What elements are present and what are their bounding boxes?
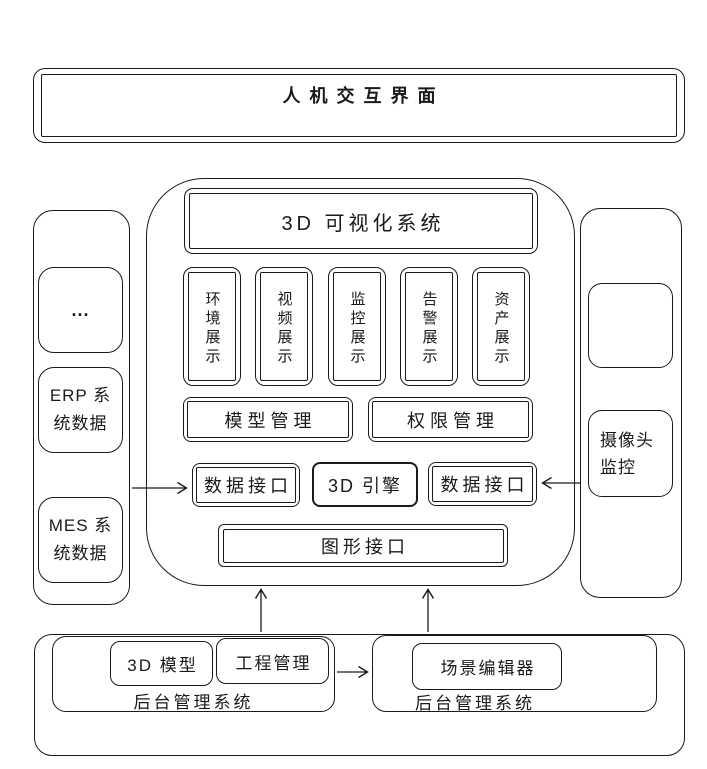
human-machine-interface-box: 人机交互界面 bbox=[33, 68, 685, 143]
mes-data-source-label: MES 系 统数据 bbox=[48, 516, 113, 563]
data-interface-left-box: 数据接口 bbox=[192, 463, 300, 507]
model-management-inner-border bbox=[187, 401, 349, 438]
panel-asset-label: 资产展示 bbox=[492, 290, 510, 367]
scene-editor-box: 场景编辑器 bbox=[412, 643, 562, 690]
data-interface-left-label: 数据接口 bbox=[204, 476, 292, 496]
visualization-system-title-box: 3D 可视化系统 bbox=[184, 188, 538, 254]
graphics-interface-box: 图形接口 bbox=[218, 524, 508, 567]
camera-monitoring-label: 摄像头 监控 bbox=[600, 430, 654, 477]
project-management-box: 工程管理 bbox=[216, 638, 329, 684]
model-3d-label: 3D 模型 bbox=[127, 656, 198, 675]
engine-3d-box: 3D 引擎 bbox=[312, 462, 418, 507]
camera-monitoring-box: 摄像头 监控 bbox=[588, 410, 673, 497]
graphics-interface-label: 图形接口 bbox=[321, 536, 409, 557]
data-interface-right-inner-border bbox=[432, 466, 533, 502]
visualization-system-title: 3D 可视化系统 bbox=[281, 212, 445, 235]
panel-asset-display: 资产展示 bbox=[472, 267, 530, 386]
project-management-label: 工程管理 bbox=[235, 653, 312, 673]
data-interface-left-inner-border bbox=[196, 467, 296, 503]
camera-empty-box bbox=[588, 283, 673, 368]
panel-inner-border bbox=[260, 272, 308, 381]
panel-alarm-display: 告警展示 bbox=[400, 267, 458, 386]
panel-environment-label: 环境展示 bbox=[203, 290, 221, 367]
panel-environment-display: 环境展示 bbox=[183, 267, 241, 386]
visualization-system-container bbox=[146, 178, 575, 586]
other-data-source-box: ... bbox=[38, 267, 123, 353]
model-3d-box: 3D 模型 bbox=[110, 641, 213, 686]
panel-monitoring-display: 监控展示 bbox=[328, 267, 386, 386]
mes-data-source-box: MES 系 统数据 bbox=[38, 497, 123, 583]
panel-alarm-label: 告警展示 bbox=[420, 290, 438, 367]
panel-inner-border bbox=[188, 272, 236, 381]
panel-video-label: 视频展示 bbox=[275, 290, 293, 367]
human-machine-interface-inner-border bbox=[41, 74, 677, 137]
visualization-title-inner-border bbox=[189, 193, 533, 249]
panel-inner-border bbox=[333, 272, 381, 381]
permission-management-inner-border bbox=[372, 401, 529, 438]
engine-3d-label: 3D 引擎 bbox=[327, 475, 402, 496]
scene-editor-label: 场景编辑器 bbox=[440, 659, 536, 678]
backend-left-label: 后台管理系统 bbox=[133, 693, 254, 712]
permission-management-label: 权限管理 bbox=[407, 410, 499, 431]
panel-monitoring-label: 监控展示 bbox=[348, 290, 366, 367]
permission-management-box: 权限管理 bbox=[368, 397, 533, 442]
model-management-label: 模型管理 bbox=[224, 410, 317, 431]
model-management-box: 模型管理 bbox=[183, 397, 353, 442]
panel-inner-border bbox=[477, 272, 525, 381]
panel-video-display: 视频展示 bbox=[255, 267, 313, 386]
erp-data-source-box: ERP 系 统数据 bbox=[38, 367, 123, 453]
other-data-source-label: ... bbox=[71, 300, 90, 320]
graphics-interface-inner-border bbox=[222, 528, 504, 563]
erp-data-source-label: ERP 系 统数据 bbox=[49, 386, 112, 433]
panel-inner-border bbox=[405, 272, 453, 381]
data-interface-right-box: 数据接口 bbox=[428, 462, 537, 506]
backend-right-label: 后台管理系统 bbox=[415, 694, 535, 713]
data-interface-right-label: 数据接口 bbox=[440, 475, 529, 495]
human-machine-interface-label: 人机交互界面 bbox=[282, 86, 445, 106]
camera-sources-container bbox=[580, 208, 682, 598]
